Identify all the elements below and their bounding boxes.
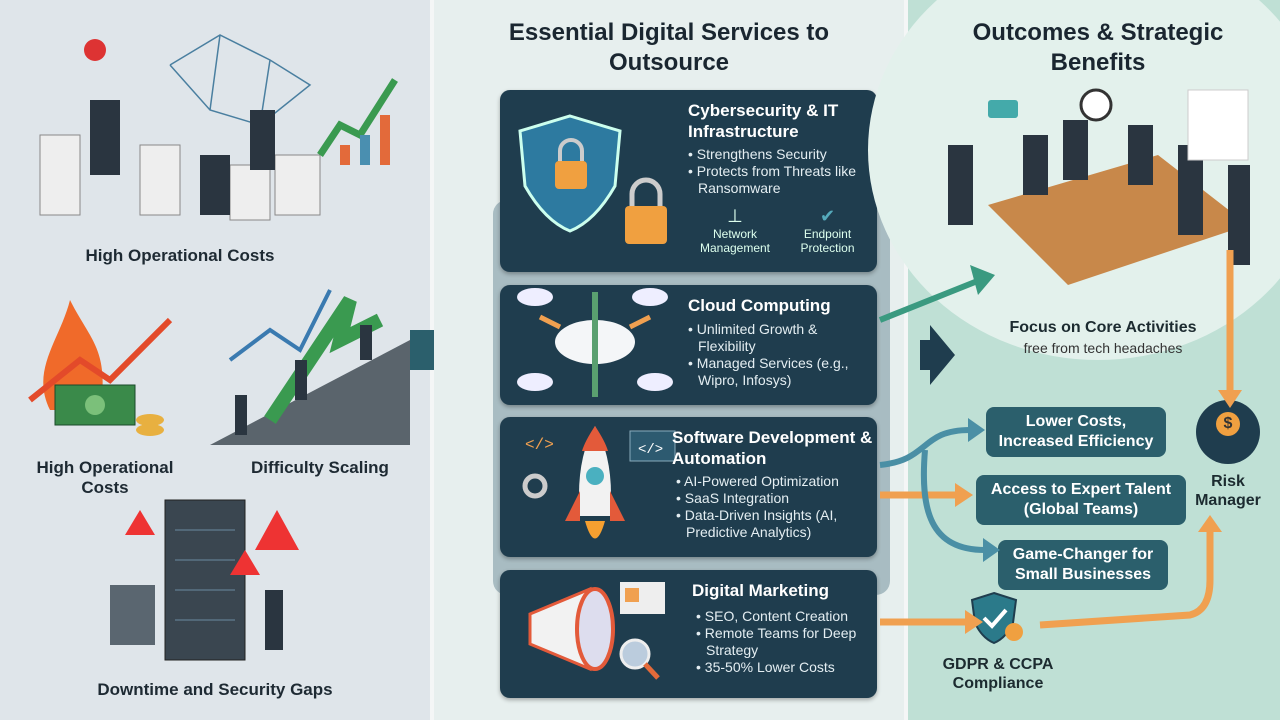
outcomes-title: Outcomes & Strategic Benefits	[972, 19, 1224, 76]
outcomes-panel: Outcomes & Strategic Benefits Focus on C…	[868, 0, 1280, 720]
service-title: Software Development & Automation	[672, 428, 873, 468]
focus-sublabel: free from tech headaches	[1023, 340, 1183, 356]
service-card-cloud: Cloud Computing Unlimited Growth & Flexi…	[500, 285, 877, 405]
service-bullets: AI-Powered Optimization SaaS Integration…	[676, 473, 877, 541]
scaling-uphill-illustration	[210, 289, 410, 445]
burning-costs-illustration	[28, 300, 173, 436]
service-bullets: Strengthens Security Protects from Threa…	[688, 146, 877, 197]
problems-panel: High Operational Costs High Operational …	[0, 0, 430, 720]
megaphone-icon	[528, 582, 665, 680]
service-title: Cloud Computing	[688, 296, 831, 315]
problem-label: High Operational Costs	[85, 246, 275, 265]
server-downtime-illustration	[110, 499, 299, 661]
service-card-marketing: Digital Marketing SEO, Content Creation …	[500, 570, 877, 698]
focus-label: Focus on Core Activities	[1009, 319, 1197, 336]
problem-label: High Operational Costs	[36, 458, 174, 497]
service-card-cybersecurity: Cybersecurity & IT Infrastructure Streng…	[500, 90, 877, 272]
risk-manager-label: Risk Manager	[1195, 473, 1261, 509]
service-title: Cybersecurity & IT Infrastructure	[688, 101, 839, 141]
shield-check-icon	[970, 591, 1023, 645]
endpoint-protection-item: ✔Endpoint Protection	[785, 206, 870, 255]
service-bullets: SEO, Content Creation Remote Teams for D…	[696, 608, 877, 676]
shield-lock-icon	[518, 114, 667, 244]
shield-check-icon: ✔	[819, 206, 836, 226]
svg-text:</>: </>	[525, 436, 554, 454]
services-title: Essential Digital Services to Outsource	[508, 19, 830, 76]
overwhelmed-workers-illustration	[39, 34, 398, 221]
benefit-box: Access to Expert Talent (Global Teams)	[976, 475, 1186, 525]
problem-label: Difficulty Scaling	[251, 458, 389, 477]
risk-manager-icon: $	[1196, 400, 1260, 464]
network-management-item: ⊥Network Management	[690, 206, 780, 255]
team-meeting-illustration	[948, 88, 1250, 285]
service-card-software: </> </> Software Development & Automatio…	[500, 417, 877, 557]
compliance-label: GDPR & CCPA Compliance	[942, 656, 1054, 692]
service-title: Digital Marketing	[692, 581, 829, 600]
rocket-icon: </> </>	[522, 426, 676, 539]
flow-arrows-out	[878, 250, 1242, 634]
network-icon: ⊥	[727, 206, 743, 226]
cloud-icon	[517, 288, 673, 397]
benefit-box: Lower Costs, Increased Efficiency	[986, 407, 1166, 457]
benefit-box: Game-Changer for Small Businesses	[998, 540, 1168, 590]
svg-text:</>: </>	[638, 442, 663, 458]
service-bullets: Unlimited Growth & Flexibility Managed S…	[688, 321, 877, 389]
problem-label: Downtime and Security Gaps	[97, 680, 333, 699]
